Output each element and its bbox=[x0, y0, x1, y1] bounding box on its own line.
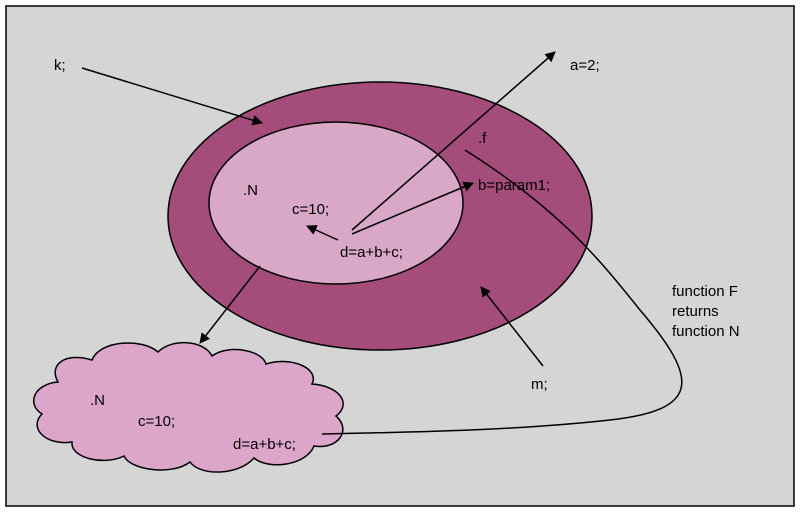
label-n-cloud: .N bbox=[90, 392, 105, 409]
label-c-inner: c=10; bbox=[292, 201, 329, 218]
label-d-inner: d=a+b+c; bbox=[340, 244, 403, 261]
label-function-line3: function N bbox=[672, 323, 740, 340]
returned-function-cloud bbox=[32, 341, 344, 473]
arrow-to-c bbox=[306, 225, 339, 241]
arrow-k-to-outer bbox=[81, 67, 264, 126]
arrow-m-to-outer bbox=[480, 286, 544, 367]
label-n-inner: .N bbox=[243, 182, 258, 199]
arrow-to-b bbox=[351, 181, 474, 235]
label-k: k; bbox=[54, 57, 66, 74]
label-d-cloud: d=a+b+c; bbox=[233, 436, 296, 453]
label-b: b=param1; bbox=[478, 177, 550, 194]
label-f: .f bbox=[478, 130, 487, 147]
inner-scope-ellipse bbox=[208, 121, 464, 285]
label-a: a=2; bbox=[570, 57, 600, 74]
arrow-inner-to-cloud bbox=[199, 265, 261, 344]
function-return-curve bbox=[321, 149, 683, 435]
label-function-line2: returns bbox=[672, 303, 719, 320]
label-m: m; bbox=[531, 376, 548, 393]
arrow-to-a bbox=[351, 51, 556, 231]
label-function-line1: function F bbox=[672, 283, 738, 300]
label-c-cloud: c=10; bbox=[138, 413, 175, 430]
